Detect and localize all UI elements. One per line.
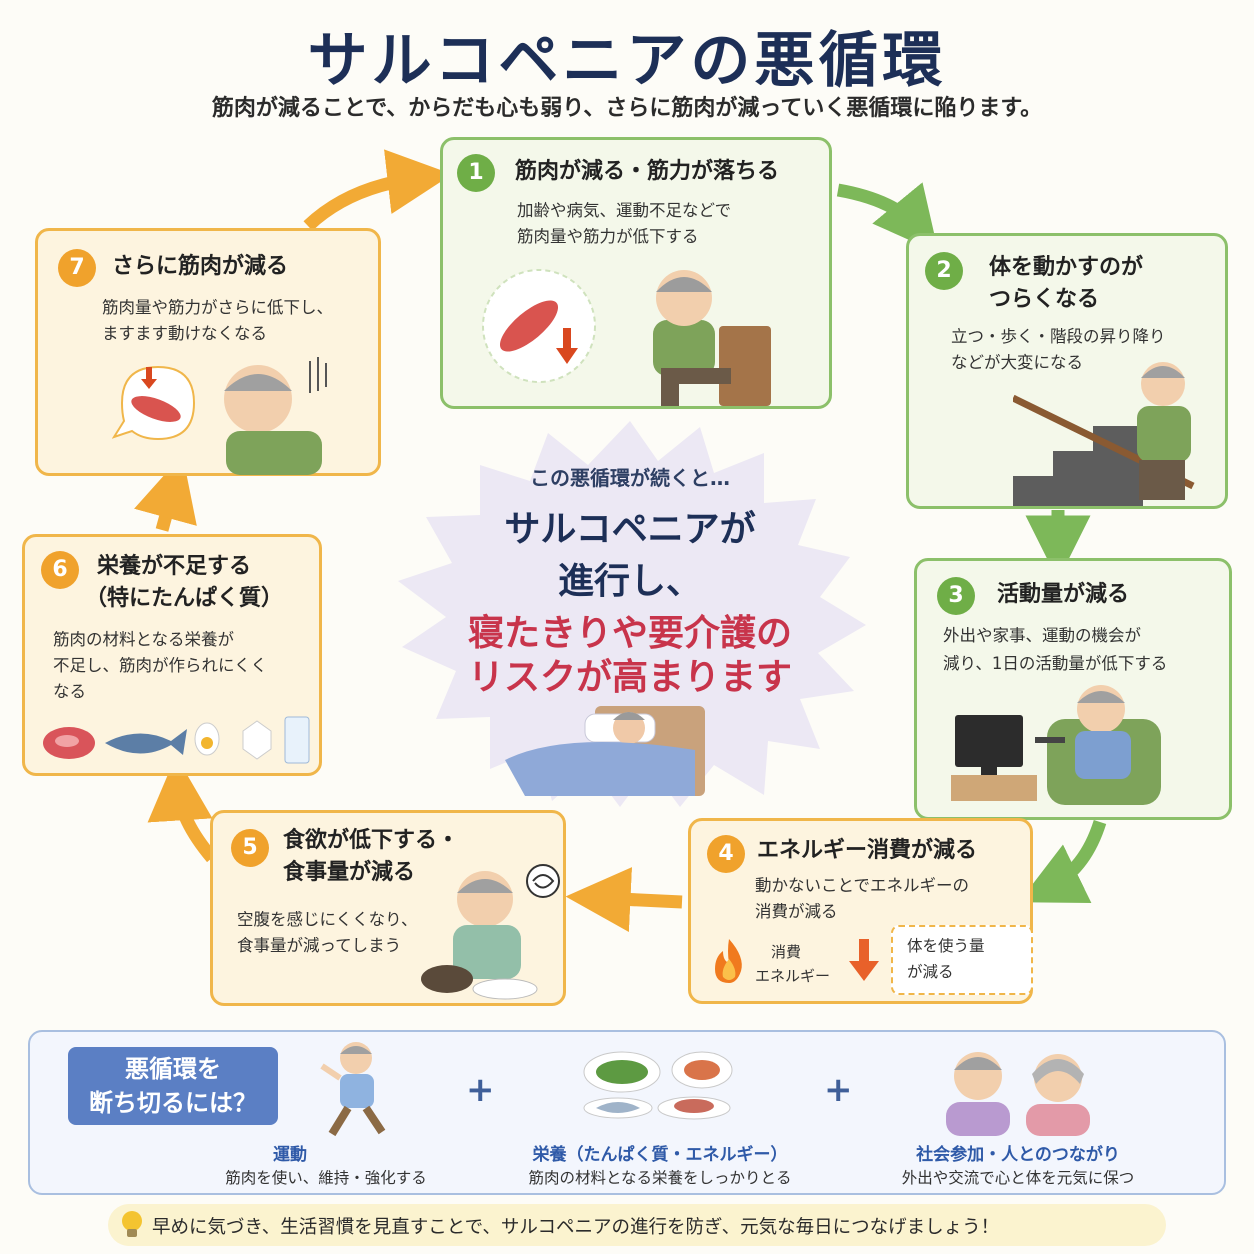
center-main-2: 進行し、 — [557, 561, 702, 602]
solution-exercise-desc: 筋肉を使い、維持・強化する — [225, 1169, 427, 1187]
poor-appetite-illustration — [421, 864, 560, 1000]
arrow-4-to-5 — [565, 867, 683, 933]
step-desc-2: ますます動けなくなる — [102, 324, 267, 343]
step-desc-1: 空腹を感じにくくなり、 — [237, 910, 418, 929]
step-title: 筋肉が減る・筋力が落ちる — [515, 159, 780, 184]
step-desc-2: などが大変になる — [951, 353, 1083, 372]
social-participation-illustration — [946, 1052, 1090, 1136]
step-card-4: 4 エネルギー消費が減る 動かないことでエネルギーの 消費が減る 消費 エネルギ… — [688, 818, 1033, 1004]
step-desc-2: 不足し、筋肉が作られにくく — [53, 656, 268, 675]
step-card-5: 5 食欲が低下する・ 食事量が減る 空腹を感じにくくなり、 食事量が減ってしまう — [210, 810, 566, 1006]
page-subtitle: 筋肉が減ることで、からだも心も弱り、さらに筋肉が減っていく悪循環に陥ります。 — [211, 96, 1043, 121]
lightbulb-icon — [122, 1211, 142, 1237]
step-number-badge: 6 — [41, 551, 79, 589]
nutrition-dishes-illustration — [583, 1051, 733, 1120]
step-desc-2: 減り、1日の活動量が低下する — [943, 654, 1168, 673]
solution-social-title: 社会参加・人とのつながり — [916, 1145, 1120, 1165]
solutions-heading-line-1: 悪循環を — [125, 1055, 221, 1083]
tip-banner: 早めに気づき、生活習慣を見直すことで、サルコペニアの進行を防ぎ、元気な毎日につな… — [108, 1204, 1166, 1246]
step-number-badge: 3 — [937, 577, 975, 615]
solution-social-desc: 外出や交流で心と体を元気に保つ — [901, 1169, 1135, 1187]
step-number-badge: 1 — [457, 154, 495, 192]
down-arrow-icon — [849, 939, 879, 981]
step-desc-2: 消費が減る — [755, 902, 838, 921]
step-card-3: 3 活動量が減る 外出や家事、運動の機会が 減り、1日の活動量が低下する — [914, 558, 1232, 820]
foods-illustration — [43, 716, 310, 764]
step-number-badge: 2 — [925, 252, 963, 290]
step-number-badge: 7 — [58, 249, 96, 287]
step-desc-1: 筋肉量や筋力がさらに低下し、 — [102, 298, 333, 317]
arrow-6-to-7 — [134, 454, 197, 532]
energy-label-1: 消費 — [771, 943, 802, 961]
solution-nutrition-title: 栄養（たんぱく質・エネルギー） — [532, 1145, 788, 1165]
reduction-note-1: 体を使う量 — [907, 937, 985, 955]
muscle-decrease-illustration — [482, 269, 771, 406]
arrow-7-to-1 — [303, 149, 453, 231]
center-main-1: サルコペニアが — [504, 509, 756, 550]
center-lead: この悪循環が続くと… — [530, 466, 730, 490]
step-desc-1: 立つ・歩く・階段の昇り降り — [951, 327, 1166, 346]
step-title-line-1: 栄養が不足する — [97, 554, 252, 579]
step-desc-1: 動かないことでエネルギーの — [755, 876, 970, 895]
center-risk-1: 寝たきりや要介護の — [467, 613, 792, 654]
step-card-2: 2 体を動かすのが つらくなる 立つ・歩く・階段の昇り降り などが大変になる — [906, 233, 1228, 509]
step-title-line-1: 体を動かすのが — [989, 255, 1144, 280]
step-title-line-2: つらくなる — [989, 287, 1100, 312]
weakened-person-illustration — [112, 357, 327, 475]
step-title: 活動量が減る — [997, 582, 1130, 607]
arrow-3-to-4 — [1018, 819, 1107, 903]
step-number-badge: 5 — [231, 829, 269, 867]
step-card-7: 7 さらに筋肉が減る 筋肉量や筋力がさらに低下し、 ますます動けなくなる — [35, 228, 381, 476]
plus-sign-1: + — [466, 1070, 495, 1110]
arrow-5-to-6 — [147, 755, 217, 863]
step-title: さらに筋肉が減る — [112, 254, 289, 279]
step-title-line-2: 食事量が減る — [283, 860, 416, 885]
flame-icon — [715, 939, 742, 983]
page-title: サルコペニアの悪循環 — [307, 26, 947, 96]
solutions-panel: 悪循環を 断ち切るには？ 運動 筋肉を使い、維持・強化する + 栄養（たんぱく質… — [28, 1030, 1226, 1195]
step-desc-1: 加齢や病気、運動不足などで — [517, 201, 732, 220]
arrow-1-to-2 — [836, 182, 939, 254]
solution-nutrition-desc: 筋肉の材料となる栄養をしっかりとる — [528, 1169, 792, 1187]
tv-armchair-illustration — [951, 685, 1161, 805]
step-title: エネルギー消費が減る — [757, 838, 978, 863]
step-desc-1: 外出や家事、運動の機会が — [943, 626, 1141, 645]
step-desc-2: 筋肉量や筋力が低下する — [517, 227, 699, 246]
step-title-line-2: （特にたんぱく質） — [85, 586, 284, 611]
step-desc-1: 筋肉の材料となる栄養が — [53, 630, 235, 649]
center-starburst — [398, 421, 866, 807]
reduction-note-2: が減る — [907, 963, 954, 981]
solutions-heading-line-2: 断ち切るには？ — [89, 1089, 257, 1117]
solutions-heading: 悪循環を 断ち切るには？ — [68, 1047, 278, 1125]
energy-label-2: エネルギー — [755, 967, 831, 985]
step-desc-2: 食事量が減ってしまう — [237, 936, 402, 955]
plus-sign-2: + — [824, 1070, 853, 1110]
exercise-person-illustration — [320, 1042, 386, 1137]
step-card-6: 6 栄養が不足する （特にたんぱく質） 筋肉の材料となる栄養が 不足し、筋肉が作… — [22, 534, 322, 776]
step-title-line-1: 食欲が低下する・ — [283, 828, 460, 853]
step-number-badge: 4 — [707, 835, 745, 873]
tip-text: 早めに気づき、生活習慣を見直すことで、サルコペニアの進行を防ぎ、元気な毎日につな… — [152, 1217, 1000, 1238]
step-card-1: 1 筋肉が減る・筋力が落ちる 加齢や病気、運動不足などで 筋肉量や筋力が低下する — [440, 137, 832, 409]
bedridden-person-illustration — [505, 706, 705, 796]
center-risk-2: リスクが高まります — [467, 657, 792, 698]
step-desc-3: なる — [53, 682, 86, 701]
stairs-illustration — [1013, 362, 1195, 506]
solution-exercise-title: 運動 — [273, 1145, 307, 1165]
reduction-note-box — [891, 925, 1033, 995]
